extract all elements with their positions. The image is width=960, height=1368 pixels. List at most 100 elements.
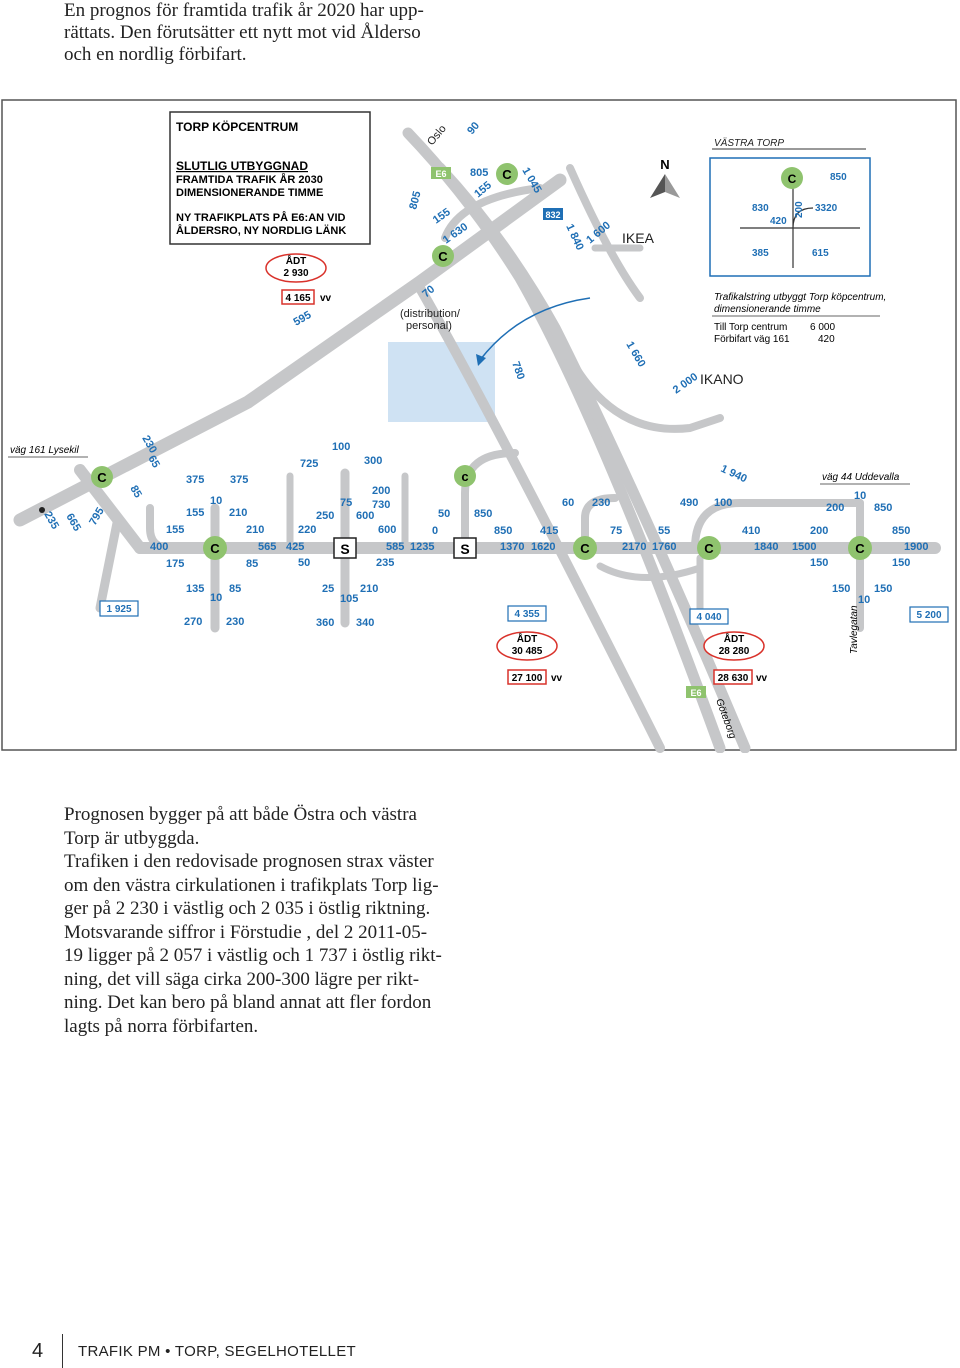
map-label: 425 [286,541,304,553]
node-c-junction-1: C [203,536,227,560]
map-label: 850 [474,508,492,520]
map-label: 10 [210,592,222,604]
body-line: lagts på norra förbifarten. [64,1015,464,1039]
e6-sign-north: E6 [431,167,451,179]
map-label: 10 [854,490,866,502]
map-label: ÅDT [724,632,745,645]
map-label: 150 [832,583,850,595]
map-label: 155 [186,507,204,519]
map-label: 175 [166,558,184,570]
intro-line: rättats. Den förutsätter ett nytt mot vi… [64,22,474,44]
road-label-tavlegatan: Tavlegatan [849,605,860,654]
map-label: E6 [690,688,701,698]
map-label: 340 [356,617,374,629]
distribution-label: personal) [406,320,452,332]
vv-4165-box: 4 165 vv [282,290,332,304]
map-label: 2170 [622,541,646,553]
node-c-junction-4: C [573,536,597,560]
node-c-ramp: C [432,245,454,267]
body-line: Prognosen bygger på att både Östra och v… [64,803,464,827]
map-label: Förbifart väg 161 [714,334,790,345]
vv-28630-box: 28 630 vv [714,670,768,684]
node-c-north: C [496,163,518,185]
e6-sign-south: E6 [686,686,706,698]
map-label: 210 [229,507,247,519]
traffic-map: TORP KÖPCENTRUM SLUTLIG UTBYGGNAD FRAMTI… [0,98,960,753]
title-text: SLUTLIG UTBYGGNAD [176,159,308,173]
node-c-junction-6: C [848,536,872,560]
title-box: TORP KÖPCENTRUM SLUTLIG UTBYGGNAD FRAMTI… [170,112,370,244]
map-label: 830 [752,203,769,214]
map-label: C [788,172,797,186]
map-label: 300 [364,455,382,467]
road-label-44: väg 44 Uddevalla [822,472,900,483]
node-c-lower-junction-3: c [454,465,476,487]
body-text: Prognosen bygger på att både Östra och v… [64,803,464,1038]
adt-28280-badge: ÅDT 28 280 [704,632,764,660]
node-c-west: C [91,466,113,488]
map-label: 150 [874,583,892,595]
map-label: 1840 [754,541,778,553]
map-label: 220 [298,524,316,536]
body-line: Motsvarande siffror i Förstudie , del 2 … [64,921,464,945]
map-label: VÄSTRA TORP [714,137,784,149]
map-label: 85 [229,583,241,595]
intro-text: En prognos för framtida trafik år 2020 h… [64,0,474,66]
map-label: c [461,469,468,484]
map-label: S [460,541,469,557]
body-line: om den västra cirkulationen i trafikplat… [64,874,464,898]
body-line: ning, det vill säga cirka 200-300 lägre … [64,968,464,992]
map-label: 420 [770,216,787,227]
map-label: 420 [818,334,835,345]
map-label: 250 [316,510,334,522]
title-text: DIMENSIONERANDE TIMME [176,187,323,199]
map-label: 400 [150,541,168,553]
map-label: dimensionerande timme [714,304,821,315]
map-label: C [97,470,107,485]
map-shape [39,507,45,513]
map-label: 230 [226,616,244,628]
map-label: 105 [340,593,358,605]
distribution-zone [388,342,495,422]
map-label: 2 930 [283,268,308,279]
sign-832: 832 [543,208,563,220]
map-label: 200 [826,502,844,514]
map-label: 615 [812,248,829,259]
map-label: 230 [592,497,610,509]
map-label: vv [320,293,332,304]
map-label: C [855,541,865,556]
title-text: NY TRAFIKPLATS PÅ E6:AN VID [176,211,346,224]
map-label: 6 000 [810,322,835,333]
map-label: 50 [438,508,450,520]
adt-2930-badge: ÅDT 2 930 [266,254,326,282]
box-4355: 4 355 [508,606,546,621]
box-1925: 1 925 [100,601,138,616]
map-label: 410 [742,525,760,537]
map-label: 1500 [792,541,816,553]
body-line: ger på 2 230 i västlig och 2 035 i östli… [64,897,464,921]
distribution-label: (distribution/ [400,308,461,320]
map-label: Till Torp centrum [714,322,787,333]
map-label: 850 [874,502,892,514]
body-line: Torp är utbyggda. [64,827,464,851]
body-line: 19 ligger på 2 057 i västlig och 1 737 i… [64,944,464,968]
title-text: ÅLDERSRO, NY NORDLIG LÄNK [176,224,346,237]
map-label: 75 [340,497,352,509]
map-label: 1620 [531,541,555,553]
map-label: 200 [810,525,828,537]
box-5200: 5 200 [910,607,948,622]
map-label: 4 165 [285,293,310,304]
map-label: 850 [892,525,910,537]
footer-divider [62,1334,63,1368]
body-line: Trafiken i den redovisade prognosen stra… [64,850,464,874]
map-label: 4 040 [696,612,721,623]
map-label: 415 [540,525,558,537]
map-label: 100 [714,497,732,509]
map-label: 832 [545,210,560,220]
map-label: 60 [562,497,574,509]
map-label: C [704,541,714,556]
title-text: TORP KÖPCENTRUM [176,119,298,134]
map-label: 490 [680,497,698,509]
map-label: 27 100 [512,673,543,684]
box-4040: 4 040 [690,609,728,624]
